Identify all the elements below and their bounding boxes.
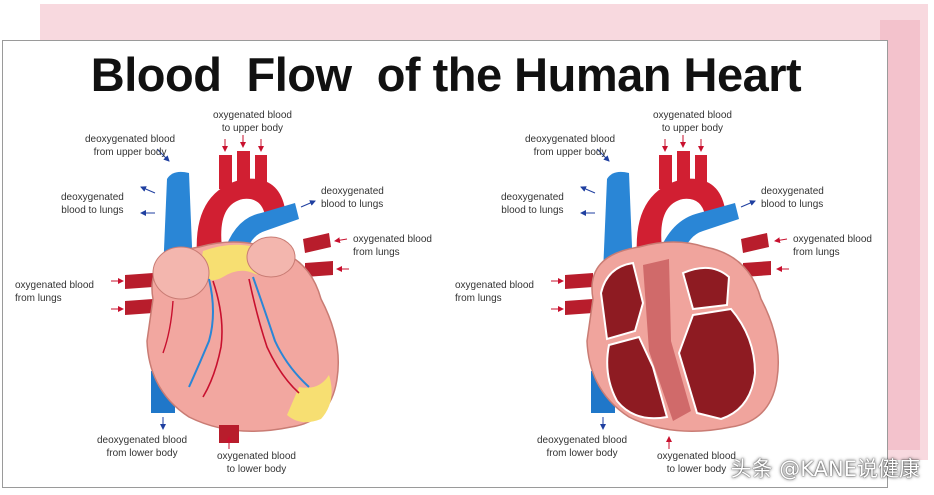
pulmonary-vein-left-2 xyxy=(125,299,153,315)
exterior-heart xyxy=(125,151,340,443)
label2-oxy-upper: oxygenated blood to upper body xyxy=(653,110,732,134)
label2-deoxy-lungs-right: deoxygenated blood to lungs xyxy=(761,186,824,210)
pulmonary-vein-left-1 xyxy=(125,273,153,289)
aorta-branch-2 xyxy=(237,151,250,187)
aorta xyxy=(196,178,285,255)
label-deoxy-lower: deoxygenated blood from lower body xyxy=(97,435,188,459)
label2-deoxy-upper: deoxygenated blood from upper body xyxy=(525,134,616,158)
label-deoxy-upper: deoxygenated blood from upper body xyxy=(85,134,176,158)
left-atrium-chamber xyxy=(681,266,731,311)
label2-deoxy-lungs-left: deoxygenated blood to lungs xyxy=(501,192,564,216)
pulmonary-vein-left-2-2 xyxy=(565,299,593,315)
label2-deoxy-lower: deoxygenated blood from lower body xyxy=(537,435,628,459)
label-deoxy-lungs-left: deoxygenated blood to lungs xyxy=(61,192,124,216)
cross-section-heart xyxy=(565,151,780,432)
coronary-vessel-2 xyxy=(202,280,223,398)
label-oxy-from-lungs-left: oxygenated blood from lungs xyxy=(15,280,94,304)
arrow-deoxy-lungs-right xyxy=(300,200,316,208)
coronary-vessel-1 xyxy=(188,278,214,388)
aorta-branch-1-2 xyxy=(659,155,672,189)
left-atrium-bulge xyxy=(246,236,296,278)
arrow2-deoxy-lungs-left-1 xyxy=(580,186,596,194)
arrow2-oxy-lungs-right-1 xyxy=(774,237,788,244)
arrow2-deoxy-upper xyxy=(596,148,610,162)
pulmonary-vein-right-1-2 xyxy=(741,233,769,253)
fat-tissue-lower xyxy=(287,375,332,423)
arrow-deoxy-upper xyxy=(156,148,170,162)
pulmonary-vein-left-1-2 xyxy=(565,273,593,289)
arrow-oxy-lungs-right-1 xyxy=(334,237,348,244)
label-oxy-lower: oxygenated blood to lower body xyxy=(217,451,296,475)
aorta-2 xyxy=(636,178,725,255)
label2-oxy-from-lungs-left: oxygenated blood from lungs xyxy=(455,280,534,304)
left-ventricle-chamber xyxy=(677,307,757,421)
pulmonary-vein-right-1 xyxy=(303,233,331,253)
diagram-card: Blood Flow of the Human Heart xyxy=(2,40,888,488)
right-ventricle-chamber xyxy=(606,335,669,420)
aorta-branch-3 xyxy=(255,155,267,187)
coronary-vessel-3 xyxy=(252,276,310,388)
aorta-branch-1 xyxy=(219,155,232,189)
hearts-illustration xyxy=(111,135,789,449)
coronary-vessel-5 xyxy=(162,300,174,354)
label-oxy-upper: oxygenated blood to upper body xyxy=(213,110,292,134)
label2-oxy-from-lungs-right: oxygenated blood from lungs xyxy=(793,234,872,258)
right-atrium-bulge xyxy=(152,246,210,300)
septum xyxy=(643,259,691,421)
right-atrium-chamber xyxy=(599,261,645,341)
coronary-vessel-4 xyxy=(248,278,300,394)
aorta-branch-2-2 xyxy=(677,151,690,187)
superior-vena-cava-2 xyxy=(603,171,633,273)
aorta-branch-3-2 xyxy=(695,155,707,187)
watermark-text: 头条 @KANE说健康 xyxy=(730,457,920,481)
arrow-deoxy-lungs-left-1 xyxy=(140,186,156,194)
label2-oxy-lower: oxygenated blood to lower body xyxy=(657,451,736,475)
label-deoxy-lungs-right: deoxygenated blood to lungs xyxy=(321,186,384,210)
arrow2-deoxy-lungs-right xyxy=(740,200,756,208)
exterior-heart-arrows xyxy=(111,135,349,449)
descending-aorta xyxy=(219,425,239,443)
label-oxy-from-lungs-right: oxygenated blood from lungs xyxy=(353,234,432,258)
pulmonary-vein-right-2 xyxy=(305,261,333,277)
cross-section-heart-arrows xyxy=(551,135,789,449)
diagram-title: Blood Flow of the Human Heart xyxy=(90,48,802,101)
pulmonary-vein-right-2-2 xyxy=(743,261,771,277)
